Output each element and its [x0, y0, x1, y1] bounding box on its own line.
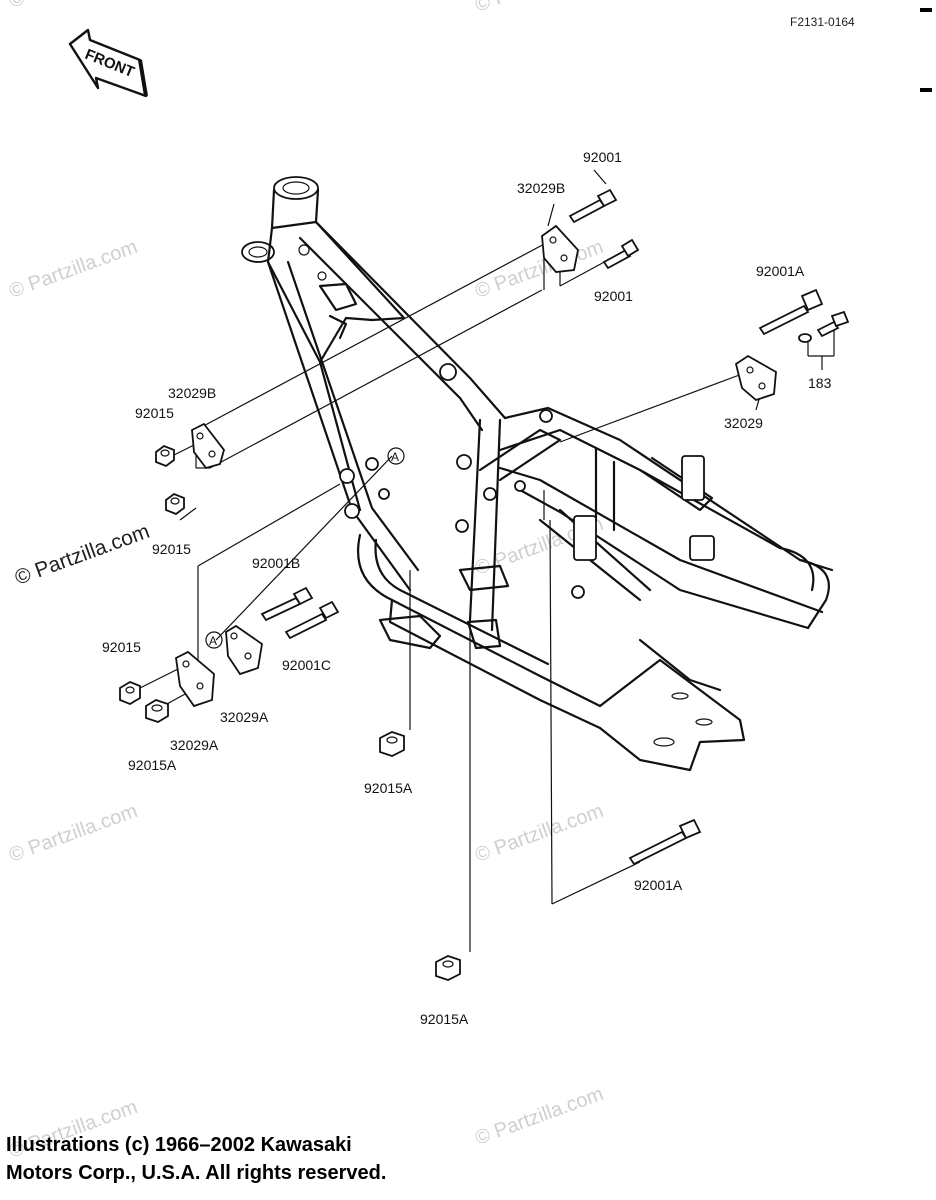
- nut-92015A-left: [145, 699, 169, 723]
- front-arrow-icon: FRONT: [68, 28, 148, 98]
- leader-lines: [135, 169, 835, 952]
- part-label: 32029: [724, 415, 763, 431]
- part-label: 92015: [102, 639, 141, 655]
- part-label: 92015A: [128, 757, 177, 773]
- bracket-32029B-left: [191, 422, 225, 470]
- watermark: © Partzilla.com: [472, 800, 606, 867]
- watermark-dark: © Partzilla.com: [12, 520, 153, 590]
- motorcycle-frame: [241, 176, 834, 772]
- corner-mark-bottom: [920, 88, 932, 92]
- watermark: © Partzilla.com: [472, 0, 606, 17]
- copyright-line-2: Motors Corp., U.S.A. All rights reserved…: [6, 1162, 387, 1184]
- nut-92015-lower: [119, 680, 141, 706]
- ref-marker-label: A: [391, 450, 399, 464]
- bolt-183: [798, 310, 850, 343]
- watermark: © Partzilla.com: [6, 800, 140, 867]
- diagram-code: F2131-0164: [790, 15, 855, 29]
- part-label: 32029B: [517, 180, 565, 196]
- nut-92015: [155, 444, 175, 468]
- bolt-92001A-right: [758, 288, 824, 336]
- bracket-32029A-front: [225, 624, 263, 676]
- ref-marker-a-bracket: A: [205, 631, 223, 649]
- watermark: © Partzilla.com: [472, 1083, 606, 1150]
- bracket-32029-right: [734, 354, 777, 402]
- copyright-line-1: Illustrations (c) 1966–2002 Kawasaki: [6, 1134, 352, 1156]
- bolt-92001A-bottom: [628, 818, 702, 866]
- part-label: 92015A: [420, 1011, 469, 1027]
- watermarks: © Partzilla.com © Partzilla.com © Partzi…: [6, 0, 606, 1163]
- ref-marker-a-frame: A: [387, 447, 405, 465]
- bolt-92001B: [260, 586, 314, 622]
- bolt-92001C: [284, 600, 340, 640]
- part-label: 32029A: [220, 709, 269, 725]
- part-label: 92001: [583, 149, 622, 165]
- bolt-92001-top: [568, 188, 618, 224]
- part-labels: 92001 32029B 92001 92001A 183 32029 3202…: [102, 149, 832, 1027]
- part-label: 92015: [152, 541, 191, 557]
- part-label: 92001A: [756, 263, 805, 279]
- watermark: © Partzilla.com: [6, 0, 140, 13]
- part-label: 92001B: [252, 555, 300, 571]
- part-label: 92001: [594, 288, 633, 304]
- ref-marker-label: A: [209, 634, 217, 648]
- watermark: © Partzilla.com: [472, 236, 606, 303]
- part-label: 32029A: [170, 737, 219, 753]
- bracket-32029A-back: [175, 650, 215, 708]
- part-label: 92015A: [364, 780, 413, 796]
- nut-92015: [165, 492, 185, 516]
- part-label: 32029B: [168, 385, 216, 401]
- bracket-32029B-top: [541, 224, 579, 273]
- nut-92015A-bottom: [435, 955, 461, 981]
- part-label: 183: [808, 375, 832, 391]
- nut-92015A-mid: [379, 731, 405, 757]
- part-label: 92001A: [634, 877, 683, 893]
- part-label: 92001C: [282, 657, 331, 673]
- watermark: © Partzilla.com: [6, 236, 140, 303]
- part-label: 92015: [135, 405, 174, 421]
- corner-mark-top: [920, 8, 932, 12]
- bolt-92001-lower: [602, 238, 640, 270]
